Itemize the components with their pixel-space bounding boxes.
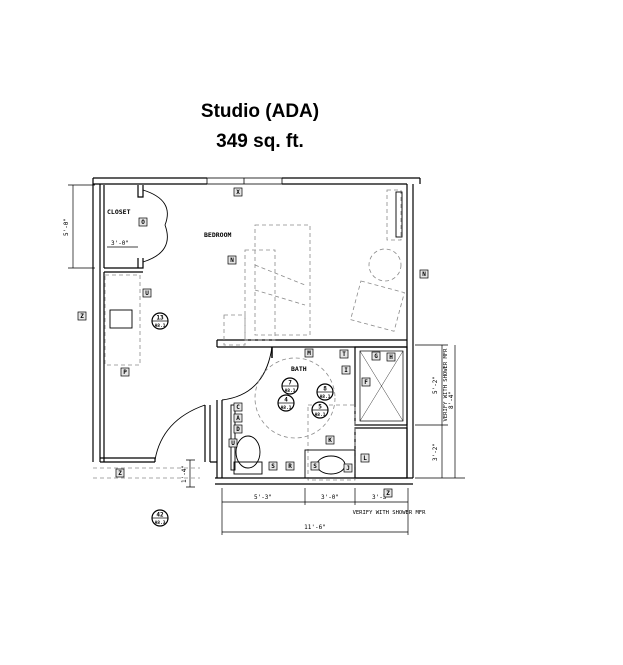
keynote-tag: I xyxy=(341,365,351,375)
verify-note-right: VERIFY WITH SHOWER MFR xyxy=(443,348,449,422)
keynote-tag: R xyxy=(285,461,295,471)
keynote-tag: U xyxy=(142,288,152,298)
section-callout: 4A8.1 xyxy=(277,394,295,412)
keynote-tag-letter: S xyxy=(271,463,275,470)
callout-sheet: A8.1 xyxy=(315,412,326,418)
dim-shower-length: 5'-2" xyxy=(432,376,439,394)
keynote-tag-letter: R xyxy=(288,463,292,470)
keynote-tag: K xyxy=(325,435,335,445)
dim-closet-depth: 5'-0" xyxy=(63,218,70,236)
keynote-tag-letter: S xyxy=(313,463,317,470)
callout-sheet: A8.1 xyxy=(155,323,166,329)
keynote-tag-letter: A xyxy=(236,415,240,422)
keynote-tag: J xyxy=(343,463,353,473)
room-label-closet: CLOSET xyxy=(107,208,131,216)
keynote-tag-letter: K xyxy=(328,437,332,444)
keynote-tag: H xyxy=(386,352,396,362)
keynote-tag: O xyxy=(138,217,148,227)
dim-bath-c: 3'-3" xyxy=(372,494,390,501)
keynote-tag: N xyxy=(419,269,429,279)
callout-number: 4 xyxy=(284,397,288,404)
keynote-tag-letter: Z xyxy=(80,313,84,320)
keynote-tag: S xyxy=(310,461,320,471)
keynote-tag: U xyxy=(228,438,238,448)
dim-storage-length: 3'-2" xyxy=(432,443,439,461)
keynote-tag: Z xyxy=(77,311,87,321)
callout-number: 5 xyxy=(318,404,322,411)
keynote-tag: Z xyxy=(383,488,393,498)
callout-sheet: A8.1 xyxy=(281,405,292,411)
keynote-tag-letter: Z xyxy=(118,470,122,477)
callout-number: 13 xyxy=(156,315,164,322)
keynote-tag: D xyxy=(233,424,243,434)
callout-number: 42 xyxy=(156,512,164,519)
room-label-bath: BATH xyxy=(291,365,307,373)
keynote-tag: S xyxy=(268,461,278,471)
dim-bath-total: 11'-6" xyxy=(304,524,326,531)
keynote-tag: M xyxy=(304,348,314,358)
keynote-tag-letter: L xyxy=(363,455,367,462)
keynote-tag-letter: F xyxy=(364,379,368,386)
callout-number: 8 xyxy=(323,386,327,393)
keynote-tag-letter: P xyxy=(123,369,127,376)
keynote-tag-letter: D xyxy=(236,426,240,433)
walls xyxy=(92,177,421,485)
keynote-tag: A xyxy=(233,413,243,423)
keynote-tag-letter: X xyxy=(236,189,240,196)
keynote-tag: P xyxy=(120,367,130,377)
keynote-tag: N xyxy=(227,255,237,265)
keynote-tag-letter: I xyxy=(344,367,348,374)
keynote-tag-letter: M xyxy=(307,350,311,357)
keynote-tag-letter: J xyxy=(346,465,350,472)
keynote-tag: X xyxy=(233,187,243,197)
section-callout: 7A8.1 xyxy=(281,377,299,395)
dim-bath-b: 3'-0" xyxy=(321,494,339,501)
door-swings xyxy=(142,189,273,461)
keynote-tag-letter: C xyxy=(236,404,240,411)
keynote-tag-letter: Z xyxy=(386,490,390,497)
callout-sheet: A8.3 xyxy=(155,520,166,526)
callout-number: 7 xyxy=(288,380,292,387)
plan-area: 349 sq. ft. xyxy=(216,131,304,152)
callout-sheet: A8.1 xyxy=(285,388,296,394)
section-callout: 8A8.1 xyxy=(316,383,334,401)
keynote-tag: L xyxy=(360,453,370,463)
room-label-bedroom: BEDROOM xyxy=(204,231,231,239)
furniture-outlines xyxy=(93,189,405,481)
keynote-tag-letter: N xyxy=(230,257,234,264)
keynote-tag-letter: U xyxy=(145,290,149,297)
keynote-tag-letter: N xyxy=(422,271,426,278)
dim-bath-a: 5'-3" xyxy=(254,494,272,501)
keynote-tag: G xyxy=(371,351,381,361)
keynote-tag: T xyxy=(339,349,349,359)
dim-right-total: 8'-4" xyxy=(448,391,455,409)
keynote-tag-letter: H xyxy=(389,354,393,361)
verify-note-bottom: VERIFY WITH SHOWER MFR xyxy=(353,510,427,516)
keynote-tag: Z xyxy=(115,468,125,478)
dim-step: 1'-4" xyxy=(181,465,188,483)
dim-closet-width: 3'-0" xyxy=(111,240,129,247)
keynote-tag: F xyxy=(361,377,371,387)
callout-sheet: A8.1 xyxy=(320,394,331,400)
dimension-lines xyxy=(68,184,465,535)
keynote-tag-letter: U xyxy=(231,440,235,447)
section-callout: 5A8.1 xyxy=(311,401,329,419)
keynote-tag-letter: T xyxy=(342,351,346,358)
keynote-tag-letter: G xyxy=(374,353,378,360)
plan-title: Studio (ADA) xyxy=(200,101,320,122)
keynote-tag-letter: O xyxy=(141,219,145,226)
keynote-tag: C xyxy=(233,402,243,412)
